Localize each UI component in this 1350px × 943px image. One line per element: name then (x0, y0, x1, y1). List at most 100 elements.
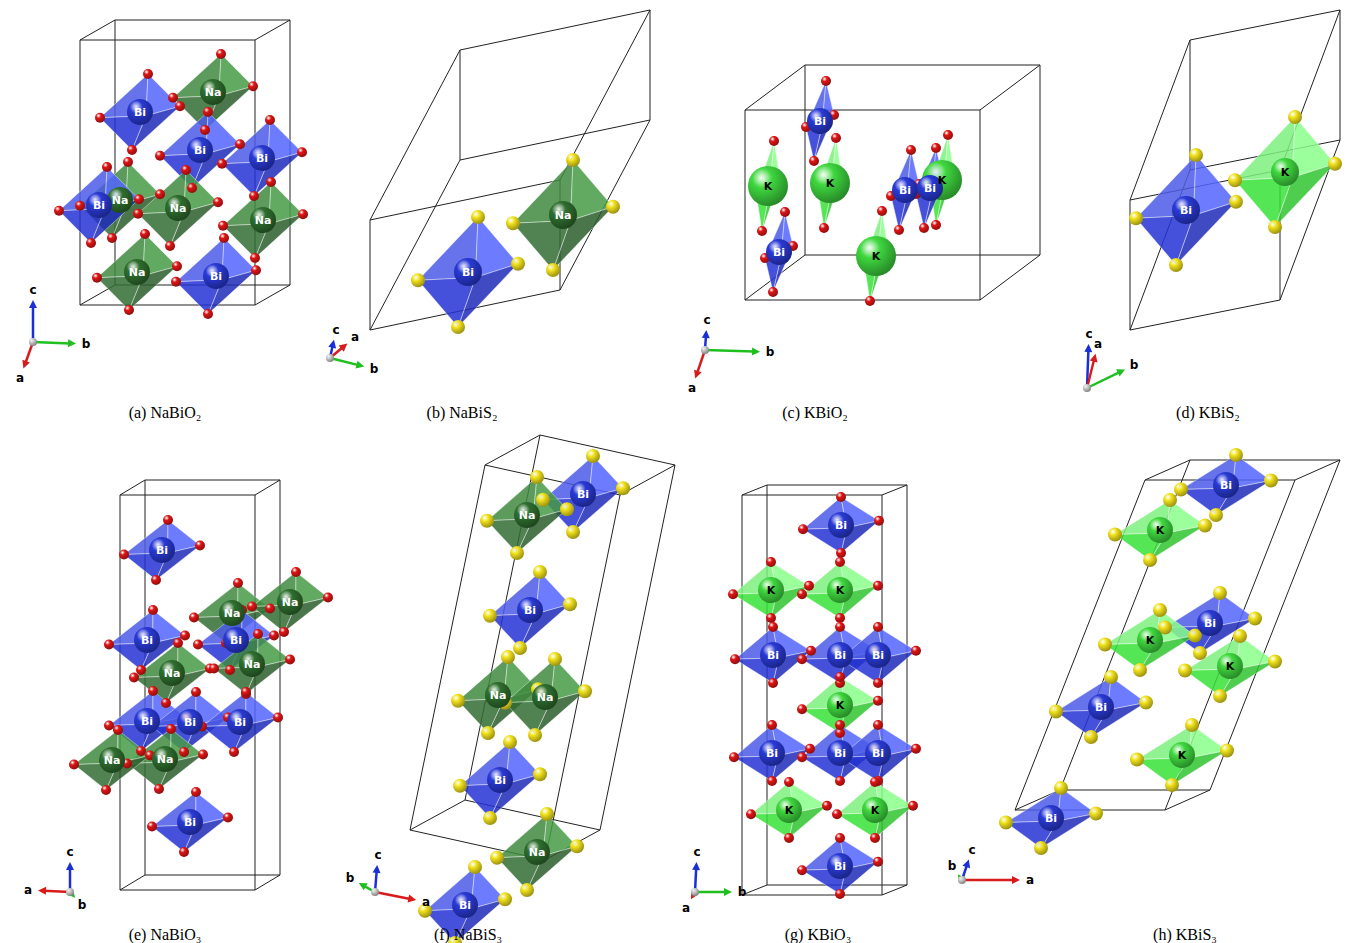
oxygen-atom (931, 143, 941, 153)
atom-label: Na (490, 690, 507, 701)
sulfur-atom (1228, 173, 1242, 187)
polyhedron-face (59, 167, 107, 211)
sulfur-atom (1268, 655, 1282, 669)
atom-label: Bi (834, 650, 846, 661)
axis-arrow (32, 306, 35, 342)
oxygen-atom (835, 889, 845, 899)
axis-origin (66, 888, 74, 896)
metal-atom (487, 767, 513, 793)
metal-atom (1172, 196, 1200, 224)
polyhedron-face (176, 238, 224, 282)
metal-atom (454, 258, 482, 286)
oxygen-atom (189, 613, 199, 623)
cell-edge (370, 50, 460, 220)
cell-edge (115, 20, 116, 285)
atom-label: Bi (766, 748, 778, 759)
axis-label: c (29, 284, 36, 296)
sulfur-atom (1084, 730, 1098, 744)
oxygen-atom (804, 581, 814, 591)
sulfur-atom (1229, 195, 1243, 209)
atom-label: Na (224, 608, 241, 619)
sulfur-atom (1153, 603, 1167, 617)
oxygen-atom (180, 631, 190, 641)
metal-atom (149, 537, 175, 563)
sulfur-atom (1268, 220, 1282, 234)
sulfur-atom (560, 502, 574, 516)
sulfur-atom (548, 652, 562, 666)
oxygen-atom (166, 724, 176, 734)
axis-label: a (422, 896, 430, 908)
axis-label: a (16, 372, 24, 384)
oxygen-atom (143, 69, 153, 79)
atom-label: K (785, 805, 794, 816)
oxygen-atom (161, 698, 171, 708)
oxygen-atom (151, 575, 161, 585)
metal-atom (159, 660, 185, 686)
cell-edge (742, 485, 767, 495)
sulfur-atom (1248, 612, 1262, 626)
axis-arrowhead (702, 330, 710, 338)
oxygen-atom (831, 133, 841, 143)
cell-edge (410, 800, 465, 830)
cell-edge (1165, 790, 1210, 810)
oxygen-atom (187, 183, 197, 193)
oxygen-atom (223, 813, 233, 823)
atom-label: Na (255, 215, 272, 226)
oxygen-atom (797, 704, 807, 714)
atom-label: Bi (1095, 702, 1107, 713)
metal-atom (177, 709, 203, 735)
oxygen-atom (906, 145, 916, 155)
sulfur-atom (1213, 689, 1227, 703)
oxygen-atom (798, 524, 808, 534)
oxygen-atom (136, 746, 146, 756)
oxygen-atom (291, 567, 301, 577)
oxygen-atom (873, 678, 883, 688)
metal-atom (1169, 742, 1195, 768)
polyhedron-face (1136, 155, 1196, 218)
axis-arrow (330, 358, 358, 365)
atom-label: Bi (462, 267, 474, 278)
cell-edge (120, 890, 255, 891)
atom-label: Bi (1180, 205, 1192, 216)
metal-atoms (86, 79, 1299, 918)
axis-origin (1083, 384, 1091, 392)
atom-label: Bi (577, 489, 589, 500)
atom-label: Bi (1220, 480, 1232, 491)
axis-origin (958, 876, 966, 884)
metal-atom (827, 692, 853, 718)
panel-caption: (e) NaBiO₃ (129, 927, 202, 943)
axis-arrowhead (692, 862, 700, 870)
atom-label: Na (519, 510, 536, 521)
panel-caption: (h) KBiS₃ (1153, 927, 1217, 943)
cell-edge (1040, 65, 1041, 255)
oxygen-atom (195, 541, 205, 551)
metal-atom (203, 263, 229, 289)
cell-edge (805, 65, 806, 255)
metal-atom (827, 577, 853, 603)
sulfur-atom (520, 883, 534, 897)
metal-atom (748, 166, 788, 206)
axis-arrowhead (408, 895, 417, 903)
oxygen-atom (323, 593, 333, 603)
cell-edge (370, 220, 371, 330)
atom-label: Bi (184, 717, 196, 728)
cell-edge (1145, 460, 1190, 480)
cell-edge (650, 10, 651, 120)
cell-edge (907, 485, 908, 885)
oxygen-atom (767, 720, 777, 730)
oxygen-atom (200, 125, 210, 135)
cell-edge (767, 485, 768, 885)
axis-arrowhead (22, 360, 30, 369)
oxygen-atom (911, 646, 921, 656)
oxygen-atom (155, 151, 165, 161)
sulfur-atom (1089, 807, 1103, 821)
sulfur-atom (510, 546, 524, 560)
cell-edge (485, 435, 540, 465)
cell-edge (80, 305, 255, 306)
oxygen-atom (75, 201, 85, 211)
oxygen-atom (265, 115, 275, 125)
oxygen-atom (147, 822, 157, 832)
oxygen-atom (821, 76, 831, 86)
atom-label: Bi (834, 748, 846, 759)
metal-atom (766, 239, 792, 265)
